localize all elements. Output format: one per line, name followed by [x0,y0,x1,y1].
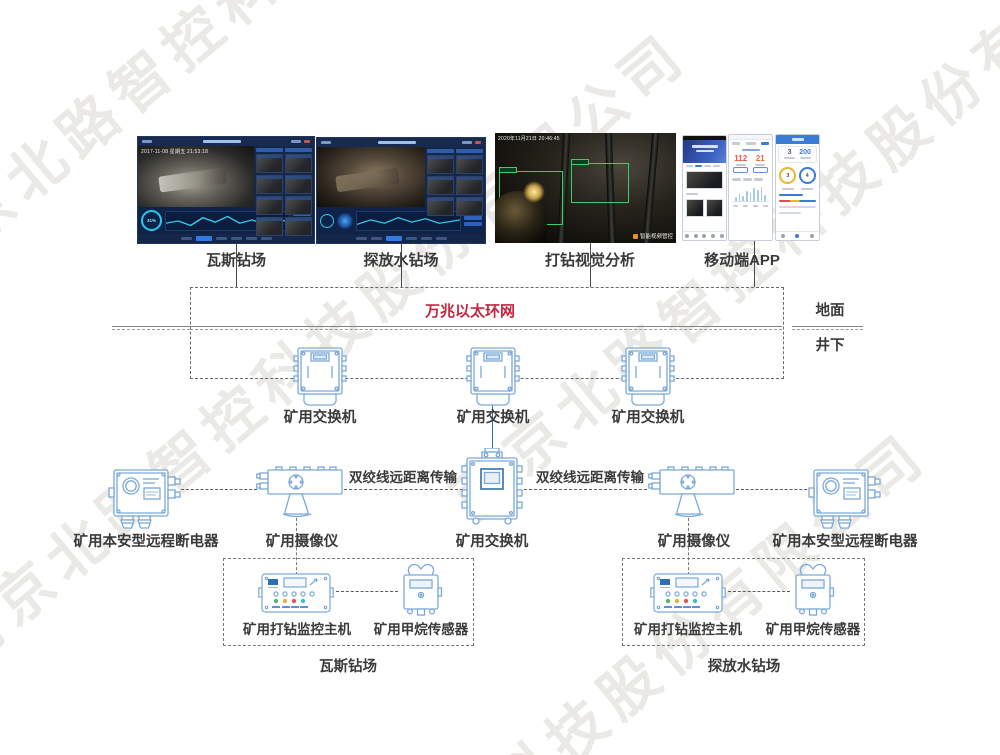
mine-switch-device [461,448,523,525]
breaker-label: 矿用本安型远程断电器 [73,534,219,550]
twisted-pair-label: 双绞线远距离传输 [536,470,644,485]
uplink-line [754,239,755,287]
camera-label: 矿用摄像仪 [265,534,339,550]
remote-breaker-device [108,469,181,529]
signal-link [181,489,257,490]
stat-count-2: 21 [755,154,765,163]
host-label: 矿用打钻监控主机 [634,622,742,637]
drill-monitor-host-device [258,573,334,613]
switch-label: 矿用交换机 [456,410,530,426]
mine-switch-device [466,347,520,406]
app-header [776,135,819,144]
uplink-line [236,243,237,287]
methane-label: 矿用甲烷传感器 [373,622,469,637]
screen-nav-tabs [317,234,485,243]
monitor-screen-gas: 2017-11-08 星期五 21:53:18 31% [138,137,314,243]
stat-count-1: 112 [734,154,748,163]
phone-screen-list [682,135,727,241]
uplink-line [401,243,402,287]
uplink-line [590,243,591,287]
signal-link [524,489,647,490]
mine-switch-device [621,347,675,406]
signal-link [736,489,812,490]
signal-link [336,591,398,592]
sonar-glow [337,212,353,229]
underground-label: 井下 [815,338,845,354]
ring-gauge-blue: 4 [798,167,816,184]
video-thumbnail [686,171,723,189]
video-thumbnail [705,199,723,217]
app-bar-chart [732,185,769,202]
group-label-gas: 瓦斯钻场 [319,659,377,675]
gauge-dial: 31% [141,210,162,231]
signal-link [728,591,790,592]
signal-link [296,518,297,575]
headlamp-glow [523,181,545,203]
thumbnail-panel [254,146,314,236]
signal-link [688,518,689,575]
summary-num-1: 3 [787,149,792,156]
video-thumbnail [686,199,704,217]
host-label: 矿用打钻监控主机 [243,622,351,637]
gas-site-groupbox [223,558,474,646]
video-feed: 2017-11-08 星期五 21:53:18 [138,146,254,207]
ring-gauge-yellow: 3 [779,167,797,184]
surface-label: 地面 [815,303,845,319]
detection-bbox [571,159,629,203]
caption-water-site: 探放水钻场 [363,252,439,269]
caption-vision: 打钻视觉分析 [544,252,636,269]
ground-line [190,326,782,330]
water-site-groupbox [622,558,865,646]
drill-monitor-host-device [650,573,726,613]
stat-button [752,167,768,173]
group-label-water: 探放水钻场 [707,659,781,675]
app-tabbar [776,231,819,240]
camera-label: 矿用摄像仪 [657,534,731,550]
mine-camera-device [648,466,735,518]
ground-line [112,326,190,330]
app-tabbar [683,231,726,240]
mine-camera-device [256,466,343,518]
phone-screen-gauges: 3 200 3 4 [775,134,820,241]
switch-label: 矿用交换机 [455,534,529,550]
gauge-dial [320,213,334,228]
phone-screen-stats: 112 21 [728,134,773,241]
screen-titlebar [138,137,314,146]
switch-label: 矿用交换机 [611,410,685,426]
fiber-uplink-line [492,404,493,450]
video-watermark: 智能视频管控 [632,232,673,240]
video-feed [317,147,425,207]
thumbnail-panel [425,147,485,216]
methane-label: 矿用甲烷传感器 [765,622,861,637]
switch-label: 矿用交换机 [283,410,357,426]
vision-analysis-video: 2020年11月21日 20:46:45 智能视频管控 [495,133,676,243]
signal-link [344,489,463,490]
caption-gas-site: 瓦斯钻场 [205,252,267,269]
ground-line [792,326,863,330]
dashboard-strip [317,207,485,234]
screen-titlebar [317,138,485,147]
ring-network-label: 万兆以太环网 [424,303,516,320]
stat-button [733,167,749,173]
methane-sensor-device [795,563,835,616]
summary-num-2: 200 [799,149,811,156]
remote-breaker-device [808,469,881,529]
app-banner [683,140,726,163]
screen-nav-tabs [138,234,314,243]
video-timestamp: 2017-11-08 星期五 21:53:18 [141,149,209,155]
video-timestamp: 2020年11月21日 20:46:45 [498,136,560,142]
summary-card: 3 200 [778,146,817,163]
methane-sensor-device [403,563,443,616]
mine-switch-device [293,347,347,406]
breaker-label: 矿用本安型远程断电器 [772,534,918,550]
caption-mobile-app: 移动端APP [704,252,780,269]
monitor-screen-water [317,138,485,243]
twisted-pair-label: 双绞线远距离传输 [349,470,457,485]
